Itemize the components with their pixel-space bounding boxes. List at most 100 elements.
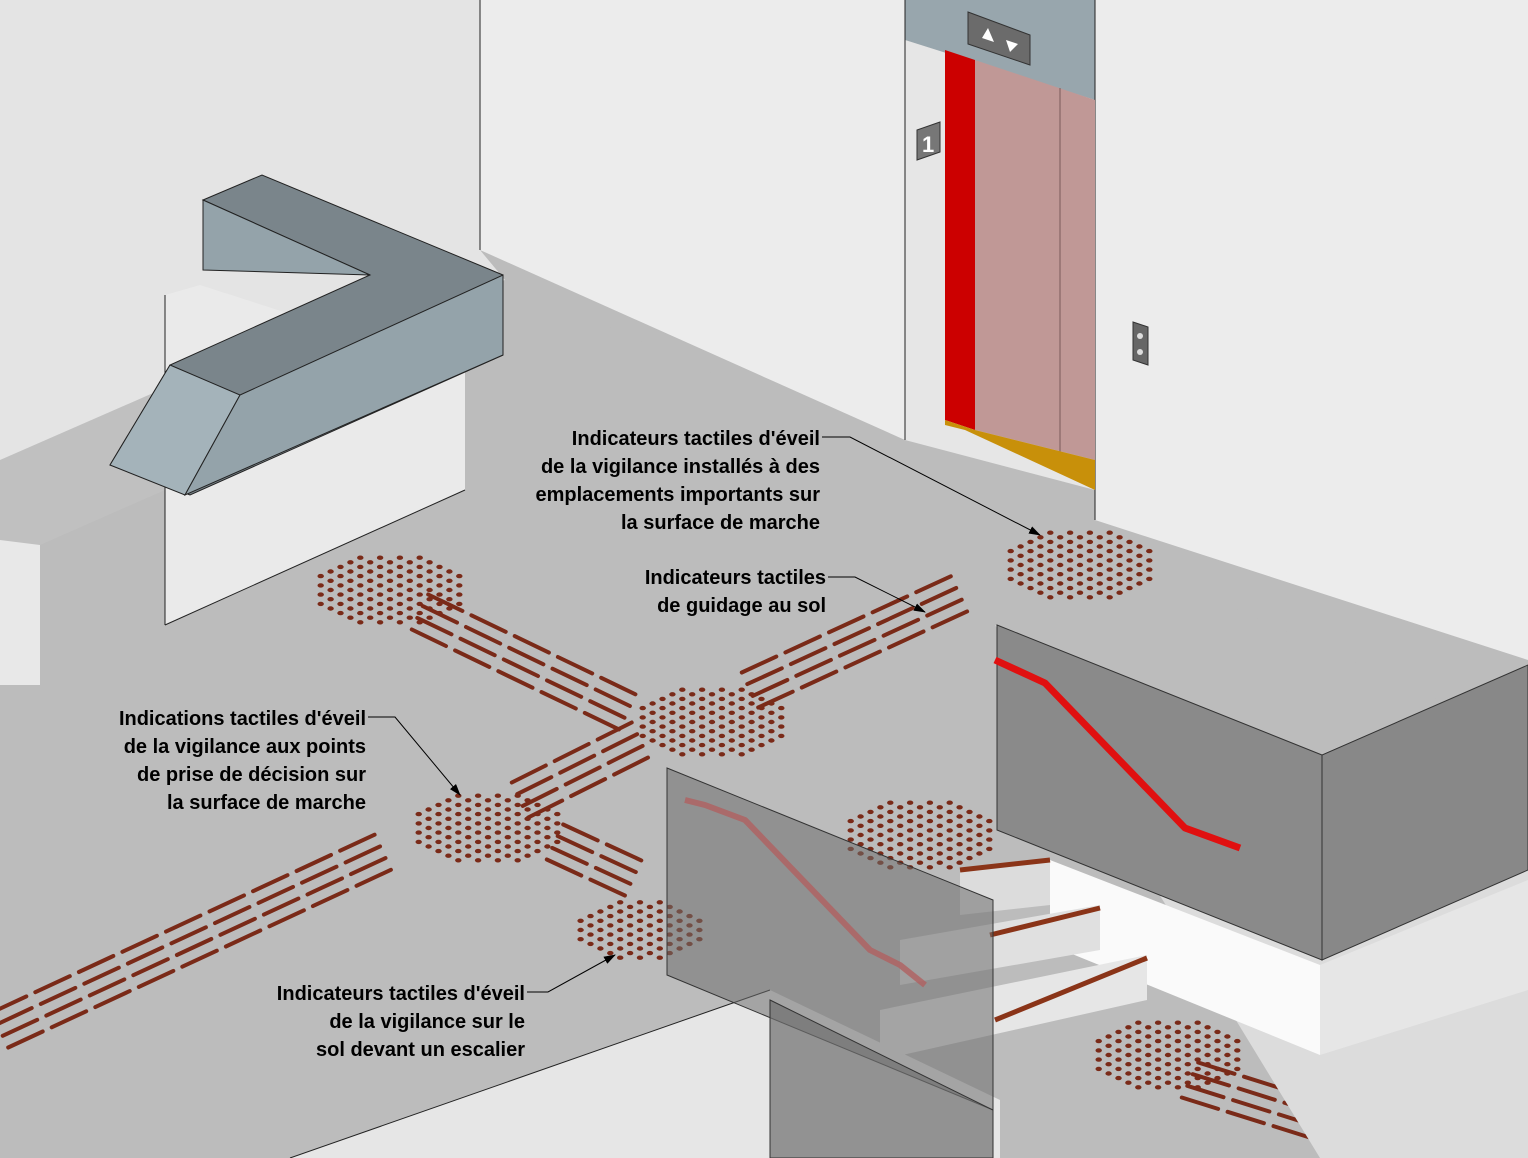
- truncated-dome: [494, 793, 502, 798]
- truncated-dome: [669, 747, 676, 752]
- truncated-dome: [554, 839, 561, 845]
- truncated-dome: [1204, 1080, 1211, 1085]
- truncated-dome: [456, 601, 463, 607]
- truncated-dome: [656, 937, 663, 942]
- truncated-dome: [1194, 1066, 1201, 1072]
- truncated-dome: [367, 560, 374, 565]
- truncated-dome: [465, 798, 472, 803]
- guidance-bar: [930, 609, 970, 630]
- truncated-dome: [738, 696, 745, 702]
- truncated-dome: [534, 821, 541, 826]
- truncated-dome: [708, 710, 716, 715]
- truncated-dome: [514, 830, 521, 835]
- guidance-bar: [1231, 1098, 1272, 1114]
- guidance-bar: [827, 614, 866, 635]
- stair-nosing: [994, 955, 1148, 1023]
- truncated-dome: [1135, 1038, 1142, 1044]
- truncated-dome: [669, 692, 676, 697]
- truncated-dome: [1194, 1075, 1201, 1081]
- truncated-dome: [897, 805, 904, 810]
- callout-line: sol devant un escalier: [316, 1039, 525, 1061]
- guidance-bar: [799, 669, 839, 690]
- truncated-dome: [1057, 590, 1064, 595]
- truncated-dome: [1086, 576, 1094, 582]
- guidance-bar: [76, 954, 116, 974]
- callout-line: de prise de décision sur: [137, 764, 366, 786]
- truncated-dome: [534, 848, 541, 854]
- truncated-dome: [906, 846, 914, 852]
- callout-line: Indicateurs tactiles: [645, 567, 826, 589]
- truncated-dome: [1096, 553, 1104, 558]
- truncated-dome: [347, 560, 354, 565]
- truncated-dome: [337, 573, 344, 579]
- truncated-dome: [484, 825, 492, 831]
- truncated-dome: [524, 835, 531, 840]
- truncated-dome: [887, 818, 894, 824]
- truncated-dome: [446, 606, 453, 611]
- truncated-dome: [617, 909, 624, 914]
- truncated-dome: [577, 918, 584, 923]
- truncated-dome: [1037, 572, 1044, 577]
- truncated-dome: [587, 913, 594, 919]
- truncated-dome: [396, 555, 404, 560]
- truncated-dome: [1214, 1066, 1221, 1072]
- truncated-dome: [1086, 595, 1094, 600]
- truncated-dome: [1106, 567, 1113, 572]
- truncated-dome: [337, 610, 344, 616]
- truncated-dome: [376, 620, 384, 625]
- truncated-dome: [1125, 1034, 1132, 1039]
- truncated-dome: [1115, 1066, 1122, 1072]
- truncated-dome: [524, 816, 531, 821]
- truncated-dome: [1047, 585, 1054, 591]
- truncated-dome: [1095, 1066, 1102, 1072]
- truncated-dome: [656, 900, 663, 905]
- truncated-dome: [455, 811, 462, 817]
- truncated-dome: [936, 851, 943, 856]
- truncated-dome: [679, 696, 686, 702]
- callout-guidance: Indicateurs tactiles de guidage au sol: [645, 567, 826, 617]
- truncated-dome: [1007, 567, 1014, 572]
- truncated-dome: [897, 823, 904, 828]
- guidance-bar: [552, 742, 591, 763]
- truncated-dome: [639, 724, 646, 729]
- truncated-dome: [626, 941, 634, 947]
- truncated-dome: [738, 705, 745, 711]
- truncated-dome: [445, 835, 452, 840]
- guidance-bar: [555, 834, 595, 855]
- truncated-dome: [1116, 544, 1123, 549]
- guidance-bar: [550, 845, 589, 866]
- truncated-dome: [524, 807, 531, 812]
- truncated-dome: [708, 692, 716, 697]
- truncated-dome: [357, 555, 364, 560]
- truncated-dome: [1184, 1052, 1192, 1058]
- truncated-dome: [416, 610, 423, 616]
- truncated-dome: [617, 918, 624, 923]
- truncated-dome: [718, 724, 726, 729]
- truncated-dome: [367, 587, 374, 593]
- truncated-dome: [426, 560, 433, 565]
- truncated-dome: [887, 828, 894, 833]
- truncated-dome: [1224, 1052, 1231, 1058]
- truncated-dome: [436, 601, 443, 607]
- truncated-dome: [748, 710, 755, 715]
- truncated-dome: [897, 832, 904, 838]
- down-button[interactable]: [1137, 349, 1143, 355]
- guidance-bar: [501, 657, 540, 678]
- truncated-dome: [659, 705, 666, 711]
- truncated-dome: [926, 809, 934, 815]
- truncated-dome: [327, 569, 334, 574]
- truncated-dome: [946, 837, 953, 842]
- truncated-dome: [1174, 1066, 1182, 1072]
- truncated-dome: [1027, 548, 1034, 554]
- truncated-dome: [1204, 1034, 1211, 1039]
- truncated-dome: [357, 583, 364, 588]
- truncated-dome: [1106, 548, 1113, 554]
- truncated-dome: [327, 606, 334, 611]
- guidance-bar: [93, 989, 132, 1010]
- guidance-bar: [561, 822, 600, 843]
- truncated-dome: [936, 814, 943, 819]
- truncated-dome: [906, 809, 914, 815]
- guidance-bar: [745, 666, 784, 687]
- up-button[interactable]: [1137, 333, 1143, 339]
- truncated-dome: [1116, 562, 1123, 568]
